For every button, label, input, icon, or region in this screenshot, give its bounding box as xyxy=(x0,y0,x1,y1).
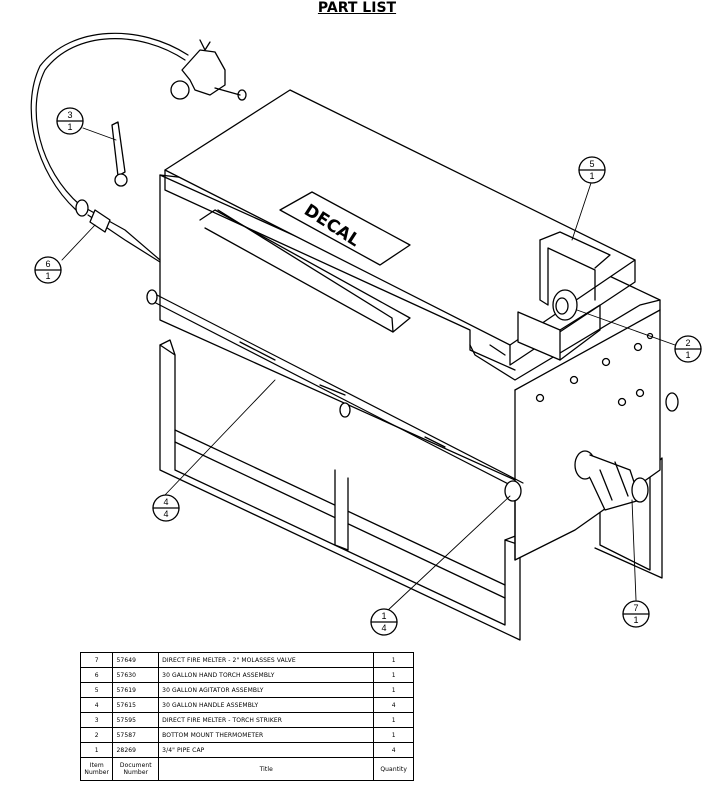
part-quantity: 4 xyxy=(373,697,414,713)
part-title: 30 GALLON HANDLE ASSEMBLY xyxy=(158,697,375,713)
column-header-item: Item Number xyxy=(79,757,114,781)
balloon-4-qty: 4 xyxy=(163,509,168,519)
part-title: DIRECT FIRE MELTER - TORCH STRIKER xyxy=(158,712,375,728)
part-quantity: 1 xyxy=(373,727,414,743)
stand-frame xyxy=(159,339,663,641)
table-row: 1 28269 3/4" PIPE CAP 4 xyxy=(79,742,414,758)
balloon-6-item: 6 xyxy=(45,259,50,269)
item-number: 5 xyxy=(79,682,114,698)
leader-lines xyxy=(61,127,676,613)
balloon-2-item: 2 xyxy=(685,338,690,348)
column-header-title: Title xyxy=(158,757,375,781)
balloon-3-item: 3 xyxy=(67,110,72,120)
lid-handle xyxy=(199,209,411,333)
handle-assembly xyxy=(146,289,524,502)
parts-list-table: 7 57649 DIRECT FIRE MELTER - 2" MOLASSES… xyxy=(79,652,414,781)
item-number: 1 xyxy=(79,742,114,758)
table-row: 2 57587 BOTTOM MOUNT THERMOMETER 1 xyxy=(79,727,414,743)
document-number: 57615 xyxy=(112,697,160,713)
balloon-7: 7 1 xyxy=(622,600,650,628)
item-number: 2 xyxy=(79,727,114,743)
balloon-5-item: 5 xyxy=(589,159,594,169)
document-number: 28269 xyxy=(112,742,160,758)
part-quantity: 1 xyxy=(373,652,414,668)
table-row: 4 57615 30 GALLON HANDLE ASSEMBLY 4 xyxy=(79,697,414,713)
item-number: 6 xyxy=(79,667,114,683)
table-row: 6 57630 30 GALLON HAND TORCH ASSEMBLY 1 xyxy=(79,667,414,683)
balloon-2: 2 1 xyxy=(674,335,702,363)
balloon-4-item: 4 xyxy=(163,497,168,507)
part-title: 3/4" PIPE CAP xyxy=(158,742,375,758)
balloon-7-item: 7 xyxy=(633,603,638,613)
part-title: 30 GALLON HAND TORCH ASSEMBLY xyxy=(158,667,375,683)
balloon-5: 5 1 xyxy=(578,156,606,184)
agitator-assembly xyxy=(517,231,611,361)
page-title: PART LIST xyxy=(317,0,397,16)
table-row: 7 57649 DIRECT FIRE MELTER - 2" MOLASSES… xyxy=(79,652,414,668)
item-number: 4 xyxy=(79,697,114,713)
hand-torch xyxy=(75,199,161,263)
document-number: 57595 xyxy=(112,712,160,728)
part-quantity: 4 xyxy=(373,742,414,758)
part-quantity: 1 xyxy=(373,682,414,698)
torch-hose xyxy=(30,32,189,211)
balloon-6: 6 1 xyxy=(34,256,62,284)
item-number: 7 xyxy=(79,652,114,668)
column-header-quantity: Quantity xyxy=(373,757,414,781)
part-quantity: 1 xyxy=(373,712,414,728)
part-title: 30 GALLON AGITATOR ASSEMBLY xyxy=(158,682,375,698)
balloon-1-item: 1 xyxy=(381,611,386,621)
part-title: BOTTOM MOUNT THERMOMETER xyxy=(158,727,375,743)
melter-tank xyxy=(159,89,661,561)
balloon-3: 3 1 xyxy=(56,107,84,135)
molasses-valve xyxy=(574,392,679,511)
document-number: 57630 xyxy=(112,667,160,683)
balloon-2-qty: 1 xyxy=(685,350,690,360)
balloon-3-qty: 1 xyxy=(67,122,72,132)
torch-regulator xyxy=(170,39,247,101)
table-row: 3 57595 DIRECT FIRE MELTER - TORCH STRIK… xyxy=(79,712,414,728)
document-number: 57619 xyxy=(112,682,160,698)
column-header-document: Document Number xyxy=(112,757,160,781)
part-quantity: 1 xyxy=(373,667,414,683)
part-title: DIRECT FIRE MELTER - 2" MOLASSES VALVE xyxy=(158,652,375,668)
torch-striker xyxy=(111,121,128,187)
exploded-assembly-drawing: DECAL xyxy=(30,32,702,641)
table-row: 5 57619 30 GALLON AGITATOR ASSEMBLY 1 xyxy=(79,682,414,698)
parts-list-body: 7 57649 DIRECT FIRE MELTER - 2" MOLASSES… xyxy=(79,652,414,781)
document-number: 57649 xyxy=(112,652,160,668)
balloon-7-qty: 1 xyxy=(633,615,638,625)
balloon-5-qty: 1 xyxy=(589,171,594,181)
document-number: 57587 xyxy=(112,727,160,743)
balloon-6-qty: 1 xyxy=(45,271,50,281)
balloon-1-qty: 4 xyxy=(381,623,386,633)
balloon-4: 4 4 xyxy=(152,494,180,522)
table-header-row: Item Number Document Number Title Quanti… xyxy=(79,757,414,781)
balloon-1: 1 4 xyxy=(370,608,398,636)
item-number: 3 xyxy=(79,712,114,728)
